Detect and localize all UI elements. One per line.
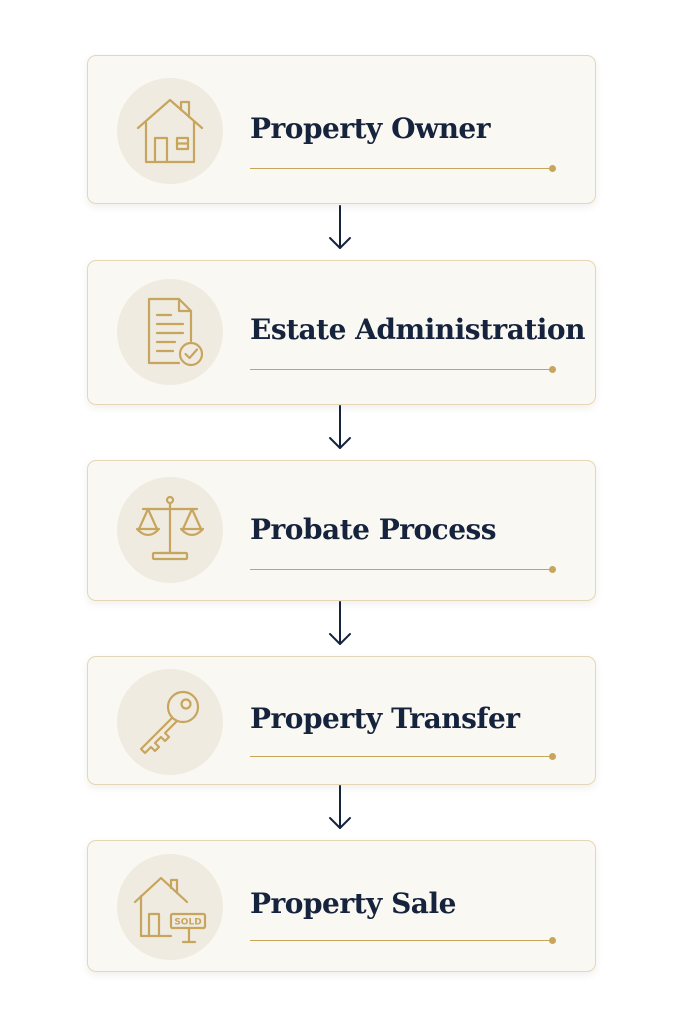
step-divider: [250, 164, 556, 172]
step-card-probate-process: Probate Process: [87, 460, 596, 601]
step-title: Property Transfer: [250, 702, 520, 735]
key-icon: [139, 690, 200, 755]
step-divider: [250, 752, 556, 760]
step-title: Property Owner: [250, 112, 491, 145]
icon-circle: [117, 78, 223, 184]
sold-sign-text: SOLD: [174, 918, 201, 928]
step-title: Property Sale: [250, 887, 456, 920]
step-card-property-sale: SOLD Property Sale: [87, 840, 596, 972]
step-title: Probate Process: [250, 513, 497, 546]
step-divider: [250, 365, 556, 373]
step-card-property-transfer: Property Transfer: [87, 656, 596, 785]
down-arrow-icon: [329, 601, 351, 645]
down-arrow-icon: [329, 205, 351, 249]
step-card-estate-administration: Estate Administration: [87, 260, 596, 405]
scales-icon: [135, 495, 205, 561]
step-card-property-owner: Property Owner: [87, 55, 596, 204]
step-divider: [250, 936, 556, 944]
icon-circle: SOLD: [117, 854, 223, 960]
icon-circle: [117, 477, 223, 583]
step-divider: [250, 565, 556, 573]
down-arrow-icon: [329, 785, 351, 829]
house-sold-sign-icon: SOLD: [133, 876, 207, 944]
document-check-icon: [147, 297, 204, 367]
house-icon: [136, 98, 204, 164]
step-title: Estate Administration: [250, 313, 585, 346]
icon-circle: [117, 669, 223, 775]
icon-circle: [117, 279, 223, 385]
down-arrow-icon: [329, 405, 351, 449]
